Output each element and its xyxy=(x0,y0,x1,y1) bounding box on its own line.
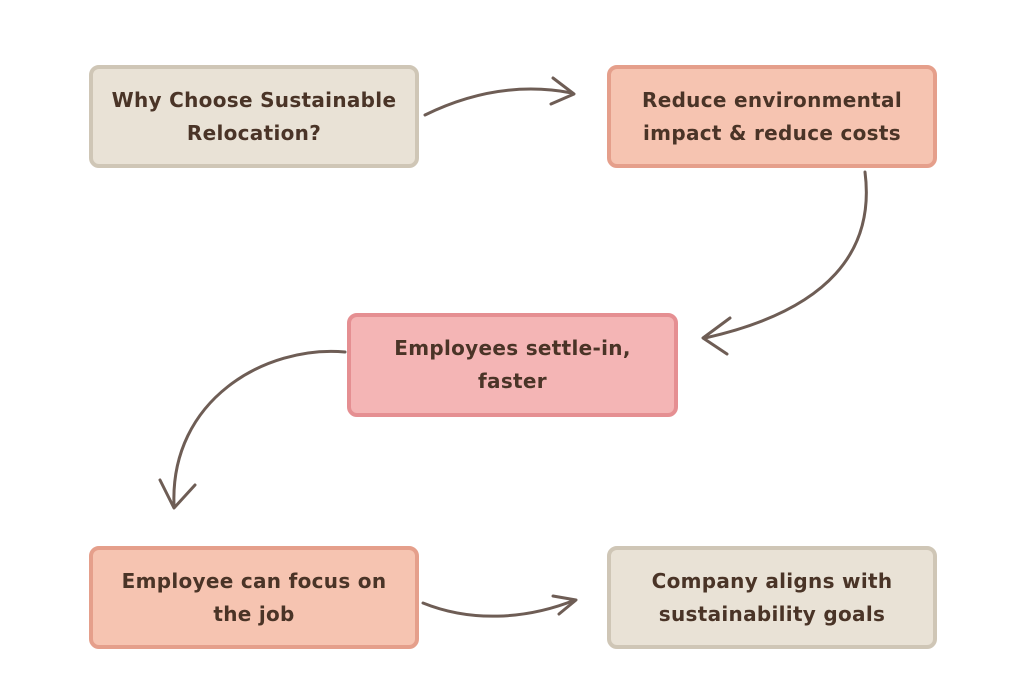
node-settle-in: Employees settle-in, faster xyxy=(347,313,678,417)
node-reduce-impact: Reduce environmental impact & reduce cos… xyxy=(607,65,937,168)
node-focus-job-text: Employee can focus on the job xyxy=(121,568,387,626)
arrow-focus-to-company xyxy=(421,598,577,618)
node-company-aligns: Company aligns with sustainability goals xyxy=(607,546,937,649)
node-settle-in-text: Employees settle-in, faster xyxy=(394,336,631,393)
arrow-reduce-to-settle xyxy=(703,170,868,340)
node-focus-job: Employee can focus on the job xyxy=(89,546,419,649)
node-reduce-impact-text: Reduce environmental impact & reduce cos… xyxy=(642,87,902,145)
arrow-settle-to-focus xyxy=(172,349,347,507)
node-why-choose-text: Why Choose Sustainable Relocation? xyxy=(111,87,397,145)
arrowhead-reduce-to-settle xyxy=(701,316,732,356)
arrowhead-why-to-reduce xyxy=(549,76,576,106)
arrowhead-settle-to-focus xyxy=(158,478,197,510)
arrowhead-focus-to-company xyxy=(551,594,578,616)
node-why-choose: Why Choose Sustainable Relocation? xyxy=(89,65,419,168)
arrow-why-to-reduce xyxy=(423,87,574,117)
node-company-aligns-text: Company aligns with sustainability goals xyxy=(651,568,893,626)
